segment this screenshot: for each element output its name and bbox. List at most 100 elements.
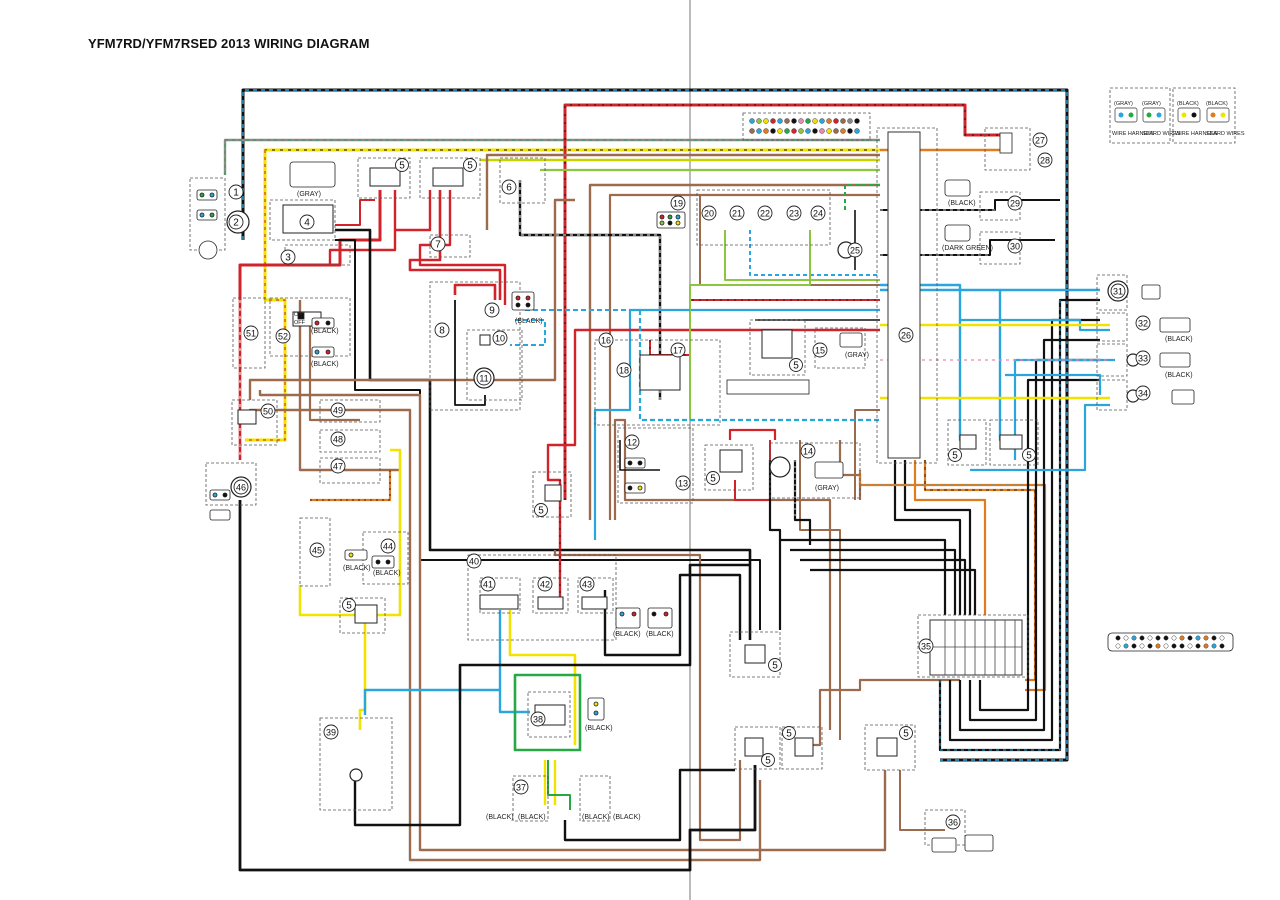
component-8-marker: 8 [434, 322, 450, 338]
component-40-circle [466, 553, 482, 569]
label-black-6: (BLACK) [1165, 372, 1193, 379]
ground-box-marker-12: 5 [899, 726, 913, 740]
component-26-number: 26 [901, 331, 911, 341]
component-28-number: 28 [1040, 156, 1050, 166]
label-black-11: (BLACK) [585, 725, 613, 732]
component-18-marker: 18 [616, 362, 632, 378]
component-26-circle [898, 327, 914, 343]
component-28-circle [1037, 152, 1053, 168]
component-37-circle [513, 779, 529, 795]
top-connector-pins [749, 118, 860, 134]
component-24-number: 24 [813, 209, 823, 219]
legend: (GRAY) (GRAY) (BLACK) (BLACK) WIRE HARNE… [1112, 101, 1245, 137]
label-black-9: (BLACK) [613, 631, 641, 638]
ground-box-marker-6: 5 [706, 471, 720, 485]
component-31-marker: 31 [1110, 283, 1126, 299]
component-34-marker: 34 [1135, 385, 1151, 401]
component-49-number: 49 [333, 406, 343, 416]
component-34-circle [1135, 385, 1151, 401]
ground-box-circle-2 [463, 158, 477, 172]
component-41-circle [480, 576, 496, 592]
component-38-marker: 38 [530, 711, 546, 727]
legend-right-a-caption: WIRE HARNESS [1175, 131, 1218, 137]
component-52-circle [275, 328, 291, 344]
label-gray-3: (GRAY) [815, 485, 839, 492]
component-35-circle [918, 638, 934, 654]
ground-box-circle-7 [534, 503, 548, 517]
component-46-marker: 46 [233, 479, 249, 495]
component-4-number: 4 [304, 218, 310, 229]
component-25-number: 25 [850, 246, 860, 256]
ecu-block [887, 131, 921, 459]
label-black-4: (BLACK) [948, 200, 976, 207]
component-31-number: 31 [1113, 287, 1123, 297]
ground-box-number-3: 5 [793, 361, 799, 372]
component-16-circle [598, 332, 614, 348]
component-10-number: 10 [495, 334, 505, 344]
component-1-marker: 1 [228, 184, 244, 200]
component-43-marker: 43 [579, 576, 595, 592]
component-3-circle [280, 249, 296, 265]
component-46-number: 46 [236, 483, 246, 493]
legend-right-b-color: (BLACK) [1206, 101, 1228, 107]
component-34-number: 34 [1138, 389, 1148, 399]
component-23-number: 23 [789, 209, 799, 219]
component-40-number: 40 [469, 557, 479, 567]
component-6-circle [501, 179, 517, 195]
component-12-number: 12 [627, 438, 637, 448]
component-17-number: 17 [673, 346, 683, 356]
component-38-number: 38 [533, 715, 543, 725]
label-black-15: (BLACK) [613, 814, 641, 821]
component-44-marker: 44 [380, 538, 396, 554]
component-42-marker: 42 [537, 576, 553, 592]
label-black-10: (BLACK) [646, 631, 674, 638]
diagram-title: YFM7RD/YFM7RSED 2013 WIRING DIAGRAM [88, 36, 370, 51]
component-48-marker: 48 [330, 431, 346, 447]
component-44-number: 44 [383, 542, 393, 552]
connector-35-pins [1115, 635, 1225, 649]
ground-box-marker-4: 5 [948, 448, 962, 462]
component-19-circle [670, 195, 686, 211]
component-48-number: 48 [333, 435, 343, 445]
component-15-circle [812, 342, 828, 358]
component-14-marker: 14 [800, 443, 816, 459]
component-1-number: 1 [233, 188, 239, 199]
ground-box-number-6: 5 [710, 474, 716, 485]
component-13-number: 13 [678, 479, 688, 489]
component-11-marker: 11 [476, 370, 492, 386]
label-gray-1: (GRAY) [297, 191, 321, 198]
component-50-circle [260, 403, 276, 419]
component-43-number: 43 [582, 580, 592, 590]
component-1-circle [228, 184, 244, 200]
label-black-8: (BLACK) [373, 570, 401, 577]
component-51-marker: 51 [243, 325, 259, 341]
ground-box-marker-1: 5 [395, 158, 409, 172]
ground-box-number-10: 5 [765, 756, 771, 767]
component-46-circle [233, 479, 249, 495]
component-boxes [189, 87, 1236, 846]
ground-box-marker-7: 5 [534, 503, 548, 517]
component-30-number: 30 [1010, 242, 1020, 252]
component-21-circle [729, 205, 745, 221]
component-30-marker: 30 [1007, 238, 1023, 254]
component-17-marker: 17 [670, 342, 686, 358]
component-43-circle [579, 576, 595, 592]
ground-box-number-1: 5 [399, 161, 405, 172]
component-33-number: 33 [1138, 354, 1148, 364]
component-21-marker: 21 [729, 205, 745, 221]
legend-left-b-caption: SEARD WIRES [1142, 131, 1181, 137]
label-black-7: (BLACK) [343, 565, 371, 572]
component-7-marker: 7 [430, 236, 446, 252]
ground-box-marker-5: 5 [1022, 448, 1036, 462]
ground-box-number-8: 5 [346, 601, 352, 612]
legend-right-a-color: (BLACK) [1177, 101, 1199, 107]
component-24-circle [810, 205, 826, 221]
ground-box-marker-8: 5 [342, 598, 356, 612]
component-51-number: 51 [246, 329, 256, 339]
ground-box-number-9: 5 [772, 661, 778, 672]
component-6-number: 6 [506, 183, 512, 194]
component-9-circle [484, 302, 500, 318]
connector-color-labels: (GRAY) (BLACK) (BLACK) (BLACK) (GRAY) (B… [294, 191, 1193, 821]
